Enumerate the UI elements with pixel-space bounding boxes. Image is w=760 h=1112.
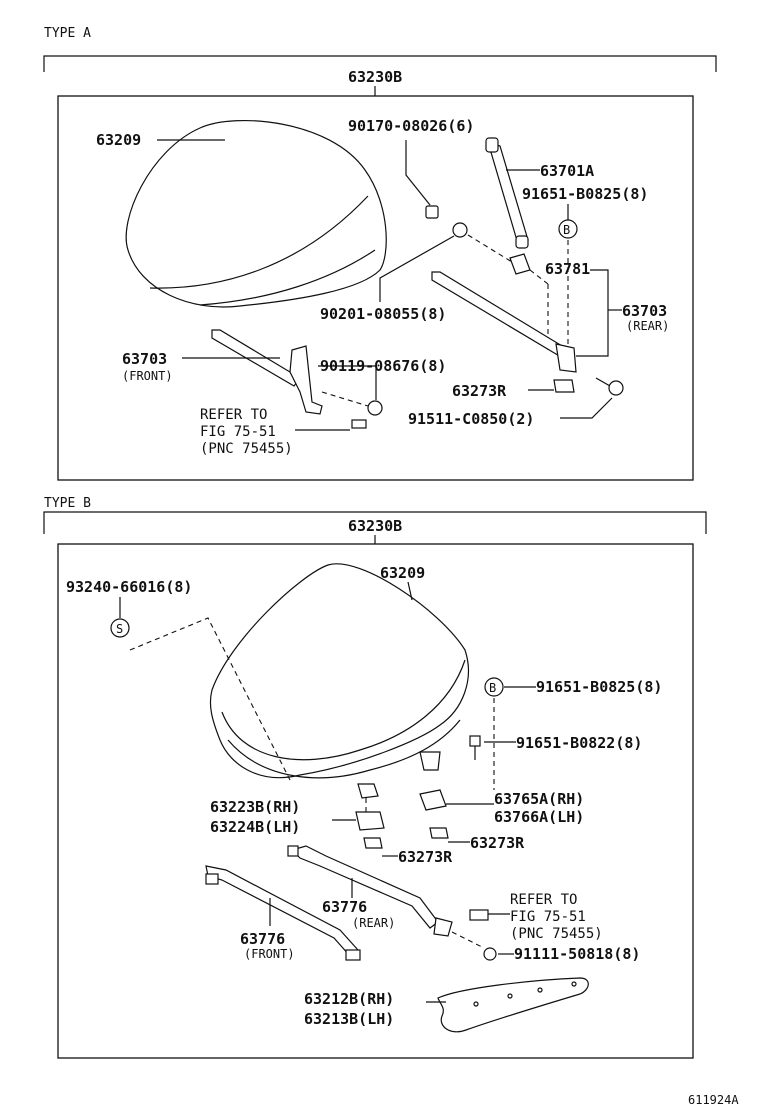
type-b-plate-1-label: 63273R: [470, 834, 525, 852]
type-b-pad: [437, 977, 589, 1033]
type-b-clip-b-symbol: [484, 677, 504, 697]
type-b-plate-2-label: 63273R: [398, 848, 453, 866]
type-b-rear-rail-label: 63776: [322, 898, 367, 916]
type-a-cover-label: 63209: [96, 131, 141, 149]
type-b-clip-b2: [469, 735, 481, 760]
type-a-rear-rail-sub: (REAR): [626, 319, 669, 333]
type-b-bolt-dash: [451, 931, 485, 949]
type-a-bolt-label: 90119-08676(8): [320, 357, 446, 375]
type-b-hinge: [419, 789, 447, 811]
type-a-front-rail-label: 63703: [122, 350, 167, 368]
type-b-refer-1: REFER TO: [510, 892, 577, 908]
type-a-screw: [595, 377, 624, 396]
type-a-clip-b-letter: B: [563, 223, 570, 237]
type-b-clip-b-label: 91651-B0825(8): [536, 678, 662, 696]
type-b-clip-b2-label: 91651-B0822(8): [516, 734, 642, 752]
type-b-bolt: [483, 947, 497, 961]
type-a-rear-rail-label: 63703: [622, 302, 667, 320]
type-b-bracket-lh-label: 63224B(LH): [210, 818, 300, 836]
type-b-front-rail-sub: (FRONT): [244, 947, 295, 961]
type-a-assembly-number: 63230B: [348, 68, 402, 86]
type-b-screw-s-symbol: [110, 618, 130, 638]
type-a-bracket-dash: [529, 269, 549, 285]
type-a-refer-1: REFER TO: [200, 407, 267, 423]
type-b-refer-3: (PNC 75455): [510, 926, 603, 942]
type-b-rear-rail-sub: (REAR): [352, 916, 395, 930]
type-a-frame: [57, 95, 694, 481]
type-b-cover-leader: [407, 581, 413, 601]
type-b-assembly-number: 63230B: [348, 517, 402, 535]
type-b-bracket: [355, 811, 385, 831]
type-b-plate-2: [363, 837, 383, 849]
type-a-seat-cover: [125, 119, 387, 308]
type-a-bolt: [367, 400, 383, 416]
type-b-bolt-label: 91111-50818(8): [514, 945, 640, 963]
type-b-hinge-lh-label: 63766A(LH): [494, 808, 584, 826]
type-a-front-rail-sub: (FRONT): [122, 369, 173, 383]
type-b-title: TYPE B: [44, 496, 91, 511]
type-a-stay-label: 63701A: [540, 162, 594, 180]
type-a-bolt-dash: [321, 391, 369, 407]
type-b-bracket-upper: [357, 783, 379, 799]
type-a-clip-b-symbol: [558, 219, 578, 239]
type-a-section: TYPE A 63230B 63209 90170-08026(6) 63701…: [43, 26, 717, 481]
type-b-screw-s-label: 93240-66016(8): [66, 578, 192, 596]
type-a-bracket: [43, 55, 717, 72]
type-b-bracket-rh-label: 63223B(RH): [210, 798, 300, 816]
type-b-cover-label: 63209: [380, 564, 425, 582]
type-a-screw-label: 91511-C0850(2): [408, 410, 534, 428]
type-a-washer-dash: [467, 234, 513, 263]
type-a-washer: [452, 222, 468, 238]
type-b-refer-part: [469, 909, 489, 921]
type-b-pad-rh-label: 63212B(RH): [304, 990, 394, 1008]
type-a-stay-rod: [485, 137, 529, 249]
type-b-plate-1: [429, 827, 449, 839]
type-a-nut: [425, 205, 439, 219]
type-b-rear-rail: [287, 845, 453, 937]
type-b-refer-2: FIG 75-51: [510, 909, 586, 925]
type-a-front-rail: [211, 329, 323, 415]
type-b-hinge-rh-label: 63765A(RH): [494, 790, 584, 808]
type-a-plate: [553, 379, 575, 393]
type-b-seat-cover: [209, 563, 469, 779]
type-b-bracket: [43, 511, 707, 534]
type-a-refer-3: (PNC 75455): [200, 441, 293, 457]
type-a-nut-label: 90170-08026(6): [348, 117, 474, 135]
type-a-bracket-label: 63781: [545, 260, 590, 278]
type-a-refer-part: [351, 419, 367, 429]
type-b-front-rail: [205, 865, 361, 961]
type-a-rear-rail: [431, 271, 577, 373]
type-b-frame: [57, 543, 694, 1059]
type-b-section: TYPE B 63230B 63209 93240-66016(8) S B 9…: [43, 496, 707, 1059]
type-b-front-rail-label: 63776: [240, 930, 285, 948]
type-a-screw-leader: [560, 397, 613, 419]
type-a-washer-leader: [379, 235, 455, 302]
type-a-plate-label: 63273R: [452, 382, 507, 400]
type-b-clip-b-letter: B: [489, 681, 496, 695]
type-a-title: TYPE A: [44, 26, 91, 41]
type-b-screw-s-letter: S: [116, 622, 123, 636]
type-a-nut-leader: [405, 140, 431, 206]
type-a-rear-rail-bracket: [576, 269, 609, 357]
type-a-bolt-leader: [318, 365, 377, 400]
type-a-washer-label: 90201-08055(8): [320, 305, 446, 323]
type-b-screw-s-dash: [129, 617, 291, 781]
type-a-refer-2: FIG 75-51: [200, 424, 276, 440]
type-b-pad-lh-label: 63213B(LH): [304, 1010, 394, 1028]
footer-code: 611924A: [688, 1093, 739, 1107]
type-a-clip-b-label: 91651-B0825(8): [522, 185, 648, 203]
type-a-bracket-part: [509, 253, 531, 275]
